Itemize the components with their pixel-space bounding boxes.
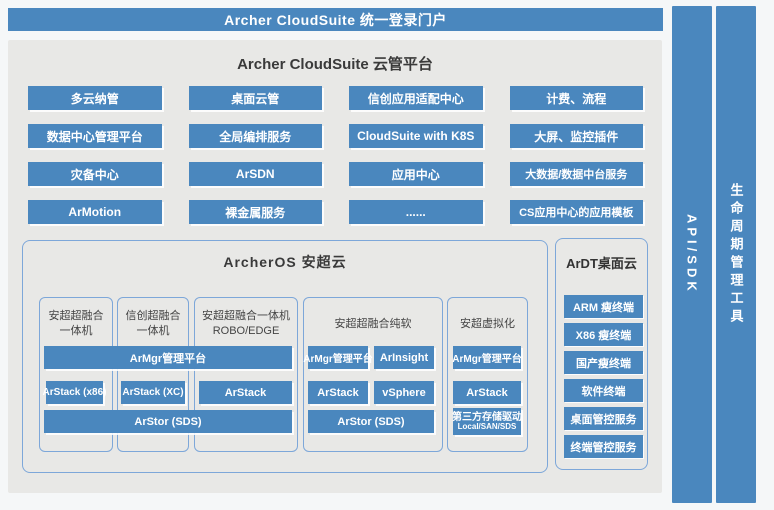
cloud-platform-panel: Archer CloudSuite 云管平台 多云纳管 桌面云管 信创应用适配中… bbox=[8, 40, 662, 493]
armgr-platform-bar-shared: ArMgr管理平台 bbox=[44, 346, 292, 369]
module-baremetal: 裸金属服务 bbox=[188, 200, 322, 224]
arstack-xc-bar: ArStack (XC) bbox=[121, 381, 185, 404]
module-datacenter-mgmt: 数据中心管理平台 bbox=[28, 124, 162, 148]
ardt-section: ArDT桌面云 ARM 瘦终端 X86 瘦终端 国产瘦终端 软件终端 桌面管控服… bbox=[555, 238, 648, 470]
ardt-x86-thin-client: X86 瘦终端 bbox=[564, 323, 643, 346]
ardt-list: ARM 瘦终端 X86 瘦终端 国产瘦终端 软件终端 桌面管控服务 终端管控服务 bbox=[564, 295, 643, 458]
column-xinchuang-hci: 信创超融合 一体机 bbox=[117, 297, 189, 452]
unified-login-portal-bar: Archer CloudSuite 统一登录门户 bbox=[8, 8, 663, 31]
module-desktop-cloud-mgmt: 桌面云管 bbox=[188, 86, 322, 110]
lifecycle-tools-label: 生命周期管理工具 bbox=[728, 182, 744, 327]
arstor-sds-bar-col4: ArStor (SDS) bbox=[308, 410, 434, 433]
archeros-section: ArcherOS 安超云 安超超融合 一体机 信创超融合 一体机 安超超融合一体… bbox=[22, 240, 548, 473]
ardt-terminal-mgmt-service: 终端管控服务 bbox=[564, 435, 643, 458]
module-bigdata-platform: 大数据/数据中台服务 bbox=[509, 162, 643, 186]
cloud-platform-title: Archer CloudSuite 云管平台 bbox=[237, 56, 433, 73]
column-software-hci-label: 安超超融合纯软 bbox=[334, 317, 412, 330]
ardt-arm-thin-client: ARM 瘦终端 bbox=[564, 295, 643, 318]
module-armotion: ArMotion bbox=[28, 200, 162, 224]
unified-login-portal-title: Archer CloudSuite 统一登录门户 bbox=[224, 11, 447, 28]
api-sdk-label: API/SDK bbox=[684, 214, 700, 295]
module-disaster-recovery: 灾备中心 bbox=[28, 162, 162, 186]
module-xinchuang-adapt-center: 信创应用适配中心 bbox=[349, 86, 483, 110]
vsphere-bar: vSphere bbox=[374, 381, 434, 404]
module-cs-app-templates: CS应用中心的应用模板 bbox=[509, 200, 643, 224]
module-multicloud: 多云纳管 bbox=[28, 86, 162, 110]
column-robo-edge: 安超超融合一体机 ROBO/EDGE bbox=[194, 297, 298, 452]
armgr-platform-bar-col5: ArMgr管理平台 bbox=[452, 346, 522, 369]
arstack-bar-col4: ArStack bbox=[308, 381, 368, 404]
arinsight-bar: ArInsight bbox=[374, 346, 434, 369]
cloud-service-grid: 多云纳管 桌面云管 信创应用适配中心 计费、流程 数据中心管理平台 全局编排服务… bbox=[28, 86, 643, 224]
third-party-storage-bar: 第三方存储驱动 Local/SAN/SDS bbox=[452, 408, 522, 435]
column-hci-appliance-label: 安超超融合 一体机 bbox=[48, 310, 104, 337]
column-xinchuang-hci-label: 信创超融合 一体机 bbox=[125, 310, 181, 337]
arstack-x86-bar: ArStack (x86) bbox=[43, 381, 106, 404]
module-cloudsuite-k8s: CloudSuite with K8S bbox=[349, 124, 483, 148]
column-hci-appliance: 安超超融合 一体机 bbox=[39, 297, 113, 452]
ardt-software-terminal: 软件终端 bbox=[564, 379, 643, 402]
third-party-storage-line1: 第三方存储驱动 bbox=[452, 411, 522, 423]
column-virtualization: 安超虚拟化 bbox=[447, 297, 528, 452]
column-software-hci: 安超超融合纯软 bbox=[303, 297, 443, 452]
module-billing-process: 计费、流程 bbox=[509, 86, 643, 110]
ardt-domestic-thin-client: 国产瘦终端 bbox=[564, 351, 643, 374]
column-virtualization-label: 安超虚拟化 bbox=[460, 317, 515, 330]
armgr-platform-bar-col4: ArMgr管理平台 bbox=[303, 346, 373, 369]
module-app-center: 应用中心 bbox=[349, 162, 483, 186]
column-robo-edge-label: 安超超融合一体机 ROBO/EDGE bbox=[202, 310, 290, 337]
ardt-title: ArDT桌面云 bbox=[566, 256, 637, 271]
ardt-desktop-mgmt-service: 桌面管控服务 bbox=[564, 407, 643, 430]
module-orchestration: 全局编排服务 bbox=[188, 124, 322, 148]
arstack-bar-col5: ArStack bbox=[453, 381, 521, 404]
arstor-sds-bar-shared: ArStor (SDS) bbox=[44, 410, 292, 433]
api-sdk-bar: API/SDK bbox=[672, 6, 712, 503]
third-party-storage-line2: Local/SAN/SDS bbox=[457, 421, 517, 431]
module-dashboard-monitor: 大屏、监控插件 bbox=[509, 124, 643, 148]
module-arsdn: ArSDN bbox=[188, 162, 322, 186]
lifecycle-tools-bar: 生命周期管理工具 bbox=[716, 6, 756, 503]
arstack-robo-bar: ArStack bbox=[199, 381, 292, 404]
archeros-title: ArcherOS 安超云 bbox=[223, 254, 347, 270]
module-ellipsis: ...... bbox=[349, 200, 483, 224]
